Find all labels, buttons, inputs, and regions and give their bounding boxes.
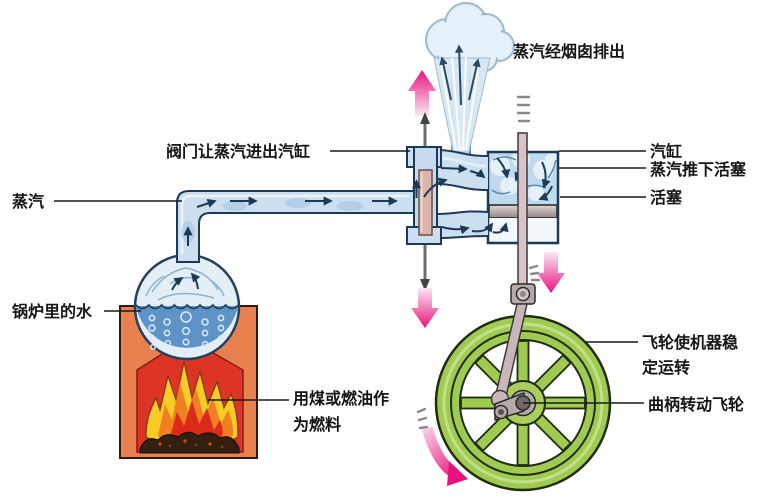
label-valve: 阀门让蒸汽进出汽缸 (166, 142, 310, 161)
bottom-duct-arrows (441, 222, 494, 235)
rotation-dashes (416, 407, 429, 430)
valve-rod-down-arrow (420, 279, 430, 291)
bottom-duct (436, 210, 494, 239)
rod-motion-dashes-top (516, 95, 531, 123)
boiler-steam-swirls (145, 267, 225, 301)
flame-red (170, 400, 223, 443)
rod-motion-dashes-mid (528, 264, 541, 282)
label-fuel-line2: 为燃料 (293, 415, 341, 434)
bubbles (148, 311, 225, 354)
valve-exhaust-down-arrow (411, 288, 439, 328)
piston-down-arrow (537, 252, 565, 293)
drive-train (490, 95, 541, 421)
label-flywheel-line2: 定运转 (641, 358, 690, 377)
jet-arrows (439, 44, 481, 106)
label-steam: 蒸汽 (12, 192, 44, 211)
boiler-steam-arrows (171, 272, 201, 291)
label-boiler-water: 锅炉里的水 (12, 302, 93, 321)
label-cylinder: 汽缸 (650, 142, 682, 161)
label-piston: 活塞 (650, 188, 683, 207)
boiler (133, 253, 241, 361)
valve-flow-arrows (411, 177, 448, 198)
rotation-arrow (416, 407, 468, 486)
exhaust-jet (433, 44, 491, 153)
label-crank: 曲柄转动飞轮 (648, 395, 744, 414)
piston-rod (517, 132, 528, 287)
boiler-water (136, 306, 238, 348)
valve (406, 112, 448, 291)
water-line (135, 303, 240, 310)
label-chimney-exhaust: 蒸汽经烟囱排出 (513, 42, 625, 61)
steam-pipe (176, 190, 419, 263)
label-flywheel-line1: 飞轮使机器稳 (642, 333, 738, 352)
top-duct (436, 149, 489, 191)
top-duct-arrows (440, 164, 486, 179)
label-fuel-line1: 用煤或燃油作 (293, 389, 389, 408)
fire (139, 361, 240, 454)
pipe-flow-arrows (183, 196, 398, 246)
labels: 蒸汽经烟囱排出 阀门让蒸汽进出汽缸 蒸汽 锅炉里的水 用煤或燃油作 为燃料 汽缸… (12, 42, 747, 434)
coals (139, 431, 240, 454)
valve-rod-up-arrow (420, 112, 430, 124)
label-steam-pushes-piston: 蒸汽推下活塞 (650, 160, 747, 179)
exhaust-up-arrow (408, 70, 436, 116)
leader-lines (54, 150, 646, 404)
